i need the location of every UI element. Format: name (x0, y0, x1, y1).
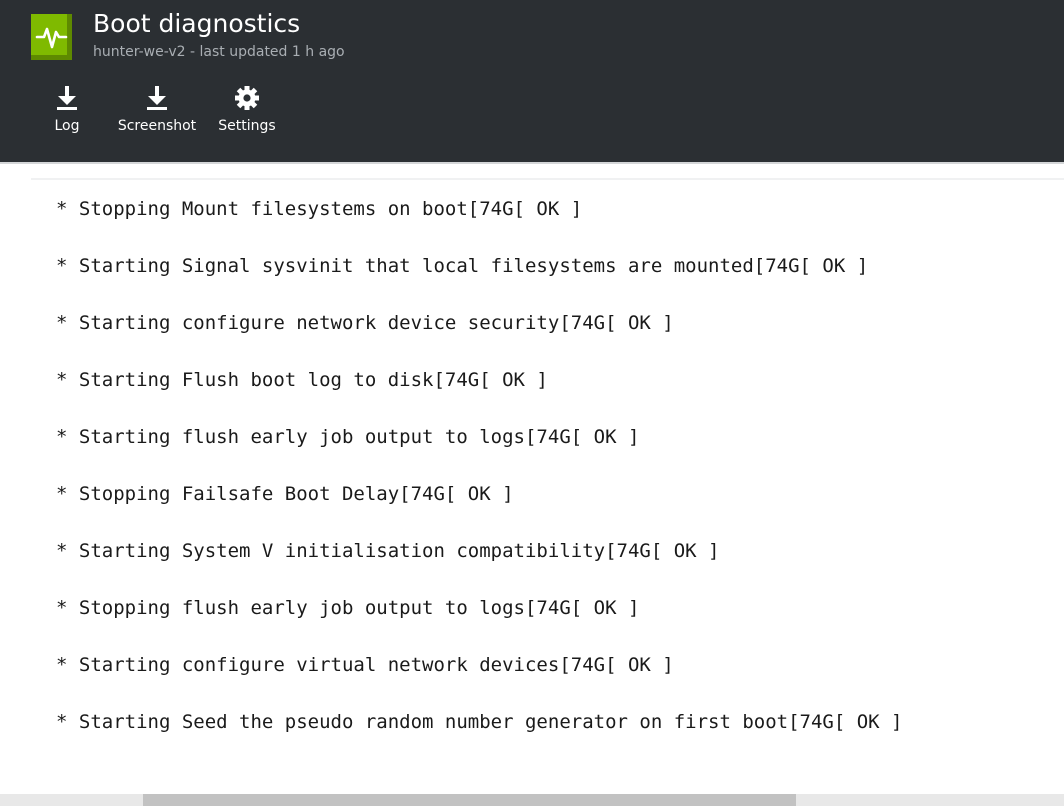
command-bar: Log Screenshot (0, 84, 400, 144)
log-line: * Starting configure network device secu… (56, 312, 674, 334)
log-line: * Starting System V initialisation compa… (56, 540, 720, 562)
screenshot-button-label: Screenshot (117, 118, 197, 134)
page-title: Boot diagnostics (93, 9, 301, 38)
settings-button-label: Settings (218, 118, 276, 134)
log-line: * Starting configure virtual network dev… (56, 654, 674, 676)
download-icon (144, 84, 170, 112)
log-line: * Starting Seed the pseudo random number… (56, 711, 903, 733)
log-button[interactable]: Log (47, 84, 87, 140)
log-line: * Stopping flush early job output to log… (56, 597, 640, 619)
screenshot-button[interactable]: Screenshot (114, 84, 200, 140)
horizontal-scrollbar-thumb[interactable] (143, 794, 796, 806)
content-top-edge (31, 178, 1064, 180)
boot-diagnostics-icon (31, 14, 72, 60)
log-line: * Starting flush early job output to log… (56, 426, 640, 448)
page-subtitle: hunter-we-v2 - last updated 1 h ago (93, 44, 345, 60)
log-line: * Stopping Mount filesystems on boot[74G… (56, 198, 583, 220)
settings-button[interactable]: Settings (216, 84, 278, 140)
log-button-label: Log (54, 118, 80, 134)
log-line: * Starting Flush boot log to disk[74G[ O… (56, 369, 548, 391)
log-line: * Stopping Failsafe Boot Delay[74G[ OK ] (56, 483, 514, 505)
log-line: * Starting Signal sysvinit that local fi… (56, 255, 869, 277)
blade-header: Boot diagnostics hunter-we-v2 - last upd… (0, 0, 1064, 162)
gear-icon (234, 84, 260, 112)
header-divider (0, 162, 1064, 164)
download-icon (54, 84, 80, 112)
serial-log-output: * Stopping Mount filesystems on boot[74G… (56, 180, 1056, 780)
